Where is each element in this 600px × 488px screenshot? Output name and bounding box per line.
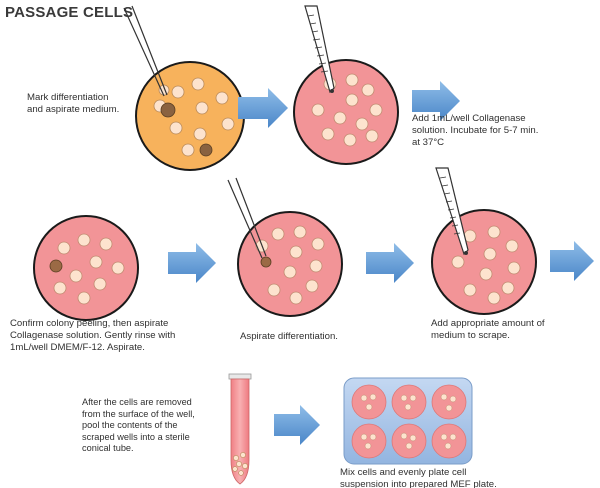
dish-step-1-medium	[135, 61, 245, 171]
caption-line: Add appropriate amount of	[431, 318, 545, 329]
arrow-icon	[550, 241, 594, 281]
caption-line: Add 1mL/well Collagenase	[412, 113, 526, 124]
caption-line: medium to scrape.	[431, 330, 510, 341]
differentiation-mark	[199, 143, 213, 157]
step-7-caption: Mix cells and evenly plate cell suspensi…	[340, 467, 497, 488]
graduated-pipette	[435, 167, 469, 256]
caption-line: conical tube.	[82, 443, 134, 453]
arrow-icon	[366, 243, 414, 283]
aspirating-pipette	[123, 5, 168, 97]
caption-line: scraped wells into a sterile	[82, 431, 190, 442]
caption-line: After the cells are removed	[82, 397, 192, 407]
dish-step-3-rinse	[33, 215, 139, 321]
step-5-caption: Add appropriate amount of medium to scra…	[431, 318, 545, 342]
mef-plate	[343, 377, 473, 465]
caption-line: pool the contents of the	[82, 420, 178, 430]
step-2-caption: Add 1mL/well Collagenase solution. Incub…	[412, 113, 538, 149]
caption-line: from the surface of the well,	[82, 408, 195, 419]
caption-line: solution. Incubate for 5-7 min.	[412, 125, 539, 136]
dish-step-2-collagenase	[293, 59, 399, 165]
arrow-icon	[274, 405, 320, 445]
conical-tube	[228, 373, 252, 485]
differentiation-mark	[160, 102, 176, 118]
step-3-caption: Confirm colony peeling, then aspirate Co…	[10, 318, 175, 354]
plate-well	[351, 384, 467, 459]
caption-line: Confirm colony peeling, then aspirate	[10, 318, 169, 329]
dish-step-4-aspirate	[237, 211, 343, 317]
aspirating-pipette	[227, 177, 267, 259]
step-1-caption: Mark differentiation and aspirate medium…	[27, 92, 119, 116]
arrow-icon	[412, 81, 460, 121]
caption-line: Mark differentiation	[27, 92, 109, 103]
arrow-icon	[238, 88, 288, 128]
caption-line: at 37°C	[412, 137, 445, 148]
diagram-title: PASSAGE CELLS	[5, 4, 134, 21]
dish-step-5-scrape	[431, 209, 537, 315]
caption-line: Mix cells and evenly plate cell	[340, 467, 467, 478]
caption-line: Aspirate differentiation.	[240, 331, 338, 342]
caption-line: Collagenase solution. Gently rinse with	[10, 330, 176, 341]
caption-line: and aspirate medium.	[27, 104, 120, 115]
caption-line: suspension into prepared MEF plate.	[340, 479, 497, 488]
step-4-caption: Aspirate differentiation.	[240, 331, 338, 343]
graduated-pipette	[304, 5, 335, 94]
caption-line: 1mL/well DMEM/F-12. Aspirate.	[10, 342, 145, 353]
arrow-icon	[168, 243, 216, 283]
step-6-caption: After the cells are removed from the sur…	[82, 397, 195, 455]
